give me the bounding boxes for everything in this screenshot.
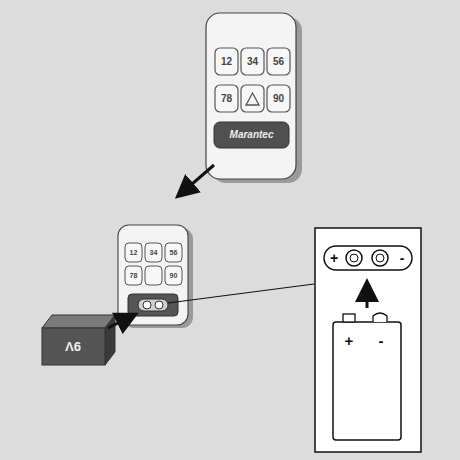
polarity-mark: + [330, 251, 338, 265]
polarity-mark: - [400, 251, 405, 265]
key-label: 90 [170, 272, 178, 279]
key-label: 34 [150, 249, 158, 256]
key-label: 56 [273, 57, 284, 67]
key-label: 78 [130, 272, 138, 279]
key-label: 12 [221, 57, 232, 67]
key-label: 56 [170, 249, 178, 256]
polarity-mark: - [379, 333, 384, 348]
key-label: 12 [130, 249, 138, 256]
brand-name: Marantec [230, 130, 274, 140]
key-label: 78 [221, 94, 232, 104]
polarity-mark: + [345, 333, 354, 348]
key-label: 90 [273, 94, 284, 104]
key-label: 34 [247, 57, 258, 67]
battery-label: 9V [65, 340, 81, 353]
